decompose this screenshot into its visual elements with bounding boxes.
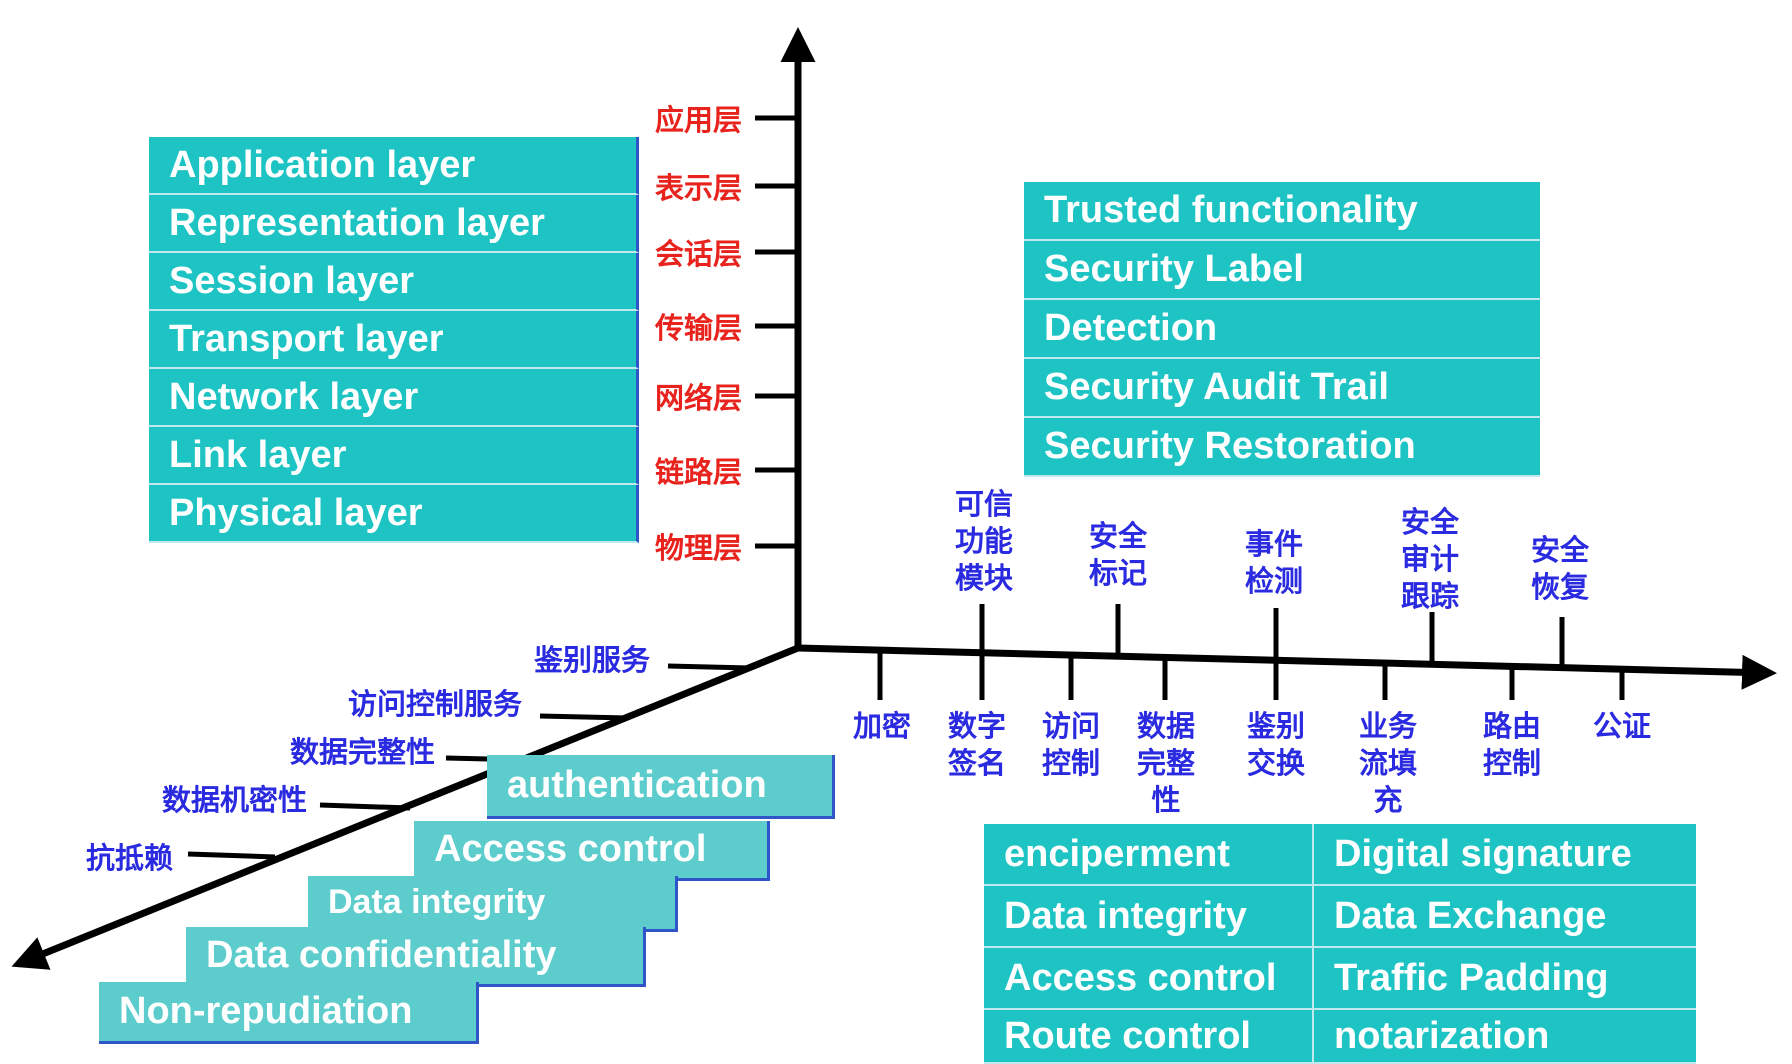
mech-label: Traffic Padding bbox=[1334, 956, 1609, 999]
mech-box-access-control: Access control bbox=[984, 948, 1314, 1010]
service-box-access-control: Access control bbox=[414, 821, 770, 881]
osi-cn-link: 链路层 bbox=[655, 455, 743, 489]
osi-layer-label: Session layer bbox=[169, 259, 415, 302]
mech-cn-encryption: 加密 bbox=[852, 709, 911, 743]
mech-box-traffic-padding: Traffic Padding bbox=[1314, 948, 1696, 1010]
service-box-data-confidentiality: Data confidentiality bbox=[186, 927, 646, 987]
mech-cn-routing: 路由控制 bbox=[1482, 709, 1541, 780]
osi-layer-label: Link layer bbox=[169, 433, 347, 476]
osi-layer-label: Transport layer bbox=[169, 317, 444, 360]
service-box-non-repudiation: Non-repudiation bbox=[99, 982, 479, 1044]
mech-cn-integrity: 数据完整性 bbox=[1136, 709, 1195, 817]
mech-cn-notary: 公证 bbox=[1592, 709, 1651, 743]
pervasive-box-restoration: Security Restoration bbox=[1024, 418, 1540, 477]
osi-ticks bbox=[755, 115, 798, 549]
osi-layer-label: Representation layer bbox=[169, 201, 545, 244]
mech-label: enciperment bbox=[1004, 832, 1230, 875]
pervasive-label: Security Label bbox=[1044, 248, 1304, 290]
mech-label: Digital signature bbox=[1334, 832, 1632, 875]
osi-layer-box-session: Session layer bbox=[149, 253, 639, 311]
mech-box-route-control: Route control bbox=[984, 1010, 1314, 1064]
osi-layer-label: Network layer bbox=[169, 375, 419, 418]
mech-label: Data Exchange bbox=[1334, 894, 1607, 937]
service-cn-authentication: 鉴别服务 bbox=[534, 643, 651, 677]
mech-box-data-integrity: Data integrity bbox=[984, 886, 1314, 948]
mechanism-ticks-below bbox=[877, 651, 1625, 700]
tick-confidentiality bbox=[319, 802, 411, 811]
osi-cn-application: 应用层 bbox=[655, 103, 743, 137]
service-label: authentication bbox=[507, 764, 767, 806]
osi-layer-label: Application layer bbox=[169, 143, 476, 186]
mechanism-ticks-above bbox=[979, 604, 1565, 669]
mech-cn-detection: 事件检测 bbox=[1244, 527, 1303, 598]
service-ticks bbox=[187, 663, 751, 860]
service-cn-access: 访问控制服务 bbox=[348, 687, 523, 721]
osi-cn-presentation: 表示层 bbox=[655, 171, 743, 205]
mech-cn-access: 访问控制 bbox=[1041, 709, 1100, 780]
mech-label: notarization bbox=[1334, 1014, 1550, 1057]
mech-cn-trusted: 可信功能模块 bbox=[954, 487, 1013, 595]
pervasive-box-trusted: Trusted functionality bbox=[1024, 182, 1540, 241]
mech-label: Access control bbox=[1004, 956, 1277, 999]
pervasive-box-audit: Security Audit Trail bbox=[1024, 359, 1540, 418]
mech-cn-security-label: 安全标记 bbox=[1088, 519, 1147, 590]
mech-box-data-exchange: Data Exchange bbox=[1314, 886, 1696, 948]
mech-cn-restoration: 安全恢复 bbox=[1530, 533, 1589, 604]
service-label: Data integrity bbox=[328, 883, 546, 921]
pervasive-label: Security Restoration bbox=[1044, 425, 1416, 467]
pervasive-box-label: Security Label bbox=[1024, 241, 1540, 300]
service-label: Access control bbox=[434, 828, 707, 870]
osi-layer-label: Physical layer bbox=[169, 491, 423, 534]
mech-cn-traffic-padding: 业务流填充 bbox=[1358, 709, 1417, 817]
mech-box-notarization: notarization bbox=[1314, 1010, 1696, 1064]
mech-cn-audit: 安全审计跟踪 bbox=[1400, 505, 1459, 613]
tick-authentication bbox=[667, 663, 751, 671]
mech-cn-signature: 数字签名 bbox=[947, 709, 1006, 780]
osi-layer-box-presentation: Representation layer bbox=[149, 195, 639, 253]
service-cn-integrity: 数据完整性 bbox=[290, 735, 436, 769]
osi-cn-physical: 物理层 bbox=[655, 531, 743, 565]
mech-cn-auth-exchange: 鉴别交换 bbox=[1246, 709, 1305, 780]
osi-cn-transport: 传输层 bbox=[655, 311, 743, 345]
service-box-authentication: authentication bbox=[487, 755, 835, 819]
mech-label: Data integrity bbox=[1004, 894, 1247, 937]
service-box-data-integrity: Data integrity bbox=[308, 876, 678, 932]
osi-layer-box-transport: Transport layer bbox=[149, 311, 639, 369]
service-label: Non-repudiation bbox=[119, 990, 413, 1032]
service-label: Data confidentiality bbox=[206, 934, 557, 976]
osi-layer-box-physical: Physical layer bbox=[149, 485, 639, 543]
osi-cn-session: 会话层 bbox=[655, 237, 743, 271]
mech-box-digital-signature: Digital signature bbox=[1314, 824, 1696, 886]
osi-cn-network: 网络层 bbox=[655, 381, 743, 415]
mech-label: Route control bbox=[1004, 1014, 1251, 1057]
osi-layer-box-network: Network layer bbox=[149, 369, 639, 427]
mech-box-enciperment: enciperment bbox=[984, 824, 1314, 886]
tick-nonrepudiation bbox=[187, 851, 276, 860]
pervasive-label: Trusted functionality bbox=[1044, 189, 1418, 231]
service-cn-nonrepudiation: 抗抵赖 bbox=[86, 841, 174, 875]
osi-layer-box-link: Link layer bbox=[149, 427, 639, 485]
pervasive-label: Detection bbox=[1044, 307, 1218, 349]
tick-access-service bbox=[539, 713, 629, 721]
osi-layer-box-application: Application layer bbox=[149, 137, 639, 195]
service-cn-confidentiality: 数据机密性 bbox=[162, 783, 308, 817]
pervasive-label: Security Audit Trail bbox=[1044, 366, 1389, 408]
horizontal-axis bbox=[797, 644, 1777, 690]
pervasive-box-detection: Detection bbox=[1024, 300, 1540, 359]
